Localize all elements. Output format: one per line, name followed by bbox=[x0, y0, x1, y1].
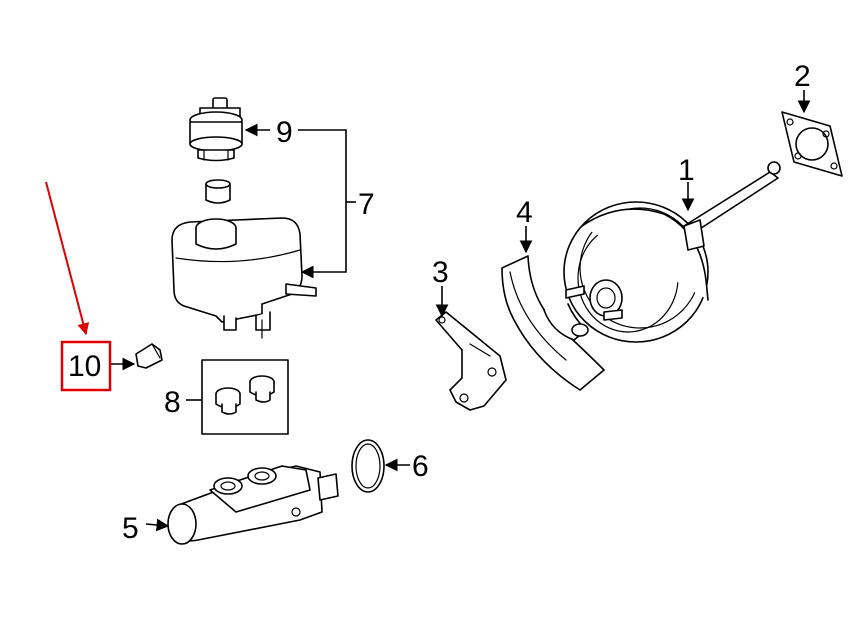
callout-7: 7 bbox=[358, 188, 375, 221]
callout-8: 8 bbox=[164, 386, 181, 419]
grommets-part[interactable] bbox=[201, 359, 289, 435]
callout-1: 1 bbox=[678, 154, 695, 187]
callout-10: 10 bbox=[68, 350, 101, 383]
sensor-part[interactable] bbox=[135, 343, 163, 369]
callout-2: 2 bbox=[794, 60, 811, 93]
brake-fluid-reservoir-part[interactable] bbox=[171, 217, 317, 339]
bracket-part[interactable] bbox=[435, 311, 507, 411]
seal-ring-part[interactable] bbox=[351, 439, 385, 493]
heat-shield-part[interactable] bbox=[501, 255, 605, 391]
callout-9: 9 bbox=[276, 116, 293, 149]
highlight-annotation bbox=[45, 181, 112, 392]
callout-5: 5 bbox=[122, 512, 139, 545]
highlight-box bbox=[60, 340, 112, 392]
callout-4: 4 bbox=[516, 196, 533, 229]
gasket-part[interactable] bbox=[781, 111, 843, 177]
callout-6: 6 bbox=[412, 450, 429, 483]
callout-3: 3 bbox=[432, 256, 449, 289]
leader-lines bbox=[110, 90, 811, 532]
brake-booster-part[interactable] bbox=[563, 161, 781, 343]
reservoir-cap-part[interactable] bbox=[189, 97, 243, 204]
master-cylinder-part[interactable] bbox=[167, 465, 339, 545]
